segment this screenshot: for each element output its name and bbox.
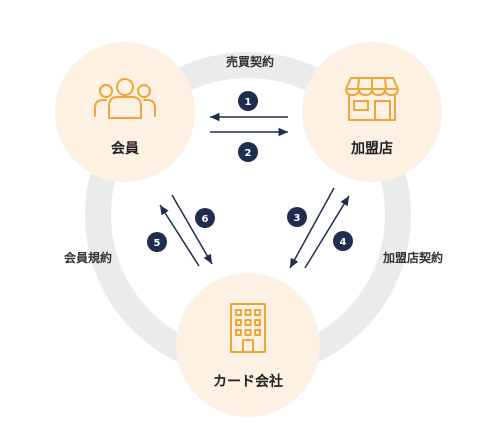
step-badge-5: 5 [147, 232, 167, 252]
svg-text:5: 5 [154, 238, 161, 249]
member-node: 会員 [55, 42, 195, 182]
arrow-step-5 [159, 204, 200, 267]
sales-contract-label: 売買契約 [226, 54, 274, 69]
svg-text:6: 6 [202, 214, 209, 225]
people-icon [94, 78, 156, 119]
card-company-label: カード会社 [213, 373, 283, 390]
svg-text:1: 1 [245, 97, 252, 108]
svg-text:3: 3 [294, 213, 301, 224]
step-badge-2: 2 [238, 142, 258, 162]
step-badge-6: 6 [195, 208, 215, 228]
arrow-step-4 [304, 195, 350, 269]
step-badge-4: 4 [333, 231, 353, 251]
step-badge-1: 1 [238, 91, 258, 111]
arrow-step-6 [171, 194, 213, 265]
office-building-icon [230, 303, 266, 353]
svg-text:2: 2 [245, 148, 252, 159]
member-label: 会員 [111, 140, 139, 157]
member-terms-label: 会員規約 [64, 250, 112, 265]
step-badge-3: 3 [287, 207, 307, 227]
svg-text:4: 4 [340, 237, 347, 248]
arrow-step-3 [289, 187, 335, 269]
merchant-node: 加盟店 [302, 42, 442, 182]
card-company-node: カード会社 [176, 273, 320, 417]
merchant-contract-label: 加盟店契約 [382, 250, 443, 265]
merchant-label: 加盟店 [350, 140, 393, 157]
storefront-icon [345, 77, 399, 121]
